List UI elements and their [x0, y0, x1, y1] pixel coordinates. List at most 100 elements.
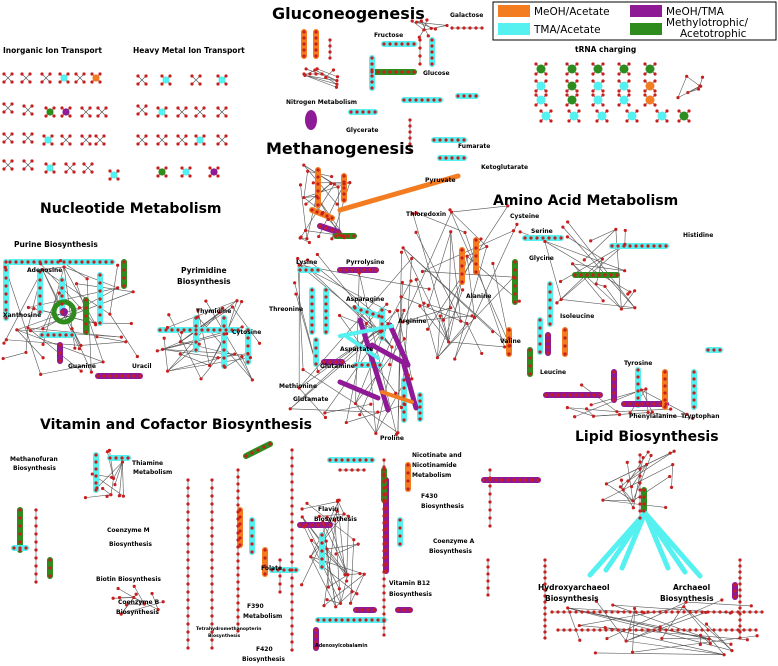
section-titles: Gluconeogenesis Methanogenesis Nucleotid…	[40, 4, 719, 445]
metabolite-node	[337, 498, 341, 502]
metabolite-node	[200, 328, 204, 332]
metabolite-node	[615, 410, 619, 414]
reaction-edge	[423, 302, 475, 318]
reaction-edge	[616, 408, 671, 412]
metabolite-node	[156, 166, 160, 170]
metabolite-node	[643, 103, 647, 107]
label-xanthosine: Xanthosine	[3, 312, 41, 319]
metabolite-node	[270, 568, 274, 572]
metabolite-node	[402, 386, 406, 390]
metabolite-node	[601, 103, 605, 107]
metabolite-node	[748, 628, 752, 632]
label-archaeol-line2: Biosynthesis	[660, 594, 714, 603]
metabolite-node	[507, 352, 511, 356]
metabolite-node	[210, 614, 214, 618]
metabolite-node	[328, 523, 332, 527]
metabolite-node	[4, 300, 8, 304]
metabolite-node	[314, 338, 318, 342]
metabolite-node	[591, 79, 595, 83]
metabolite-node	[210, 526, 214, 530]
metabolite-node	[122, 260, 126, 264]
metabolite-node	[653, 103, 657, 107]
metabolite-node	[658, 628, 662, 632]
reaction-edge	[375, 310, 405, 434]
metabolite-node	[238, 543, 242, 547]
metabolite-node	[491, 261, 495, 266]
reaction-edge	[304, 75, 337, 88]
label-thmpt-line1: Tetrahydromethanopterin	[196, 626, 261, 632]
metabolite-node	[306, 169, 310, 173]
metabolite-node	[536, 478, 540, 482]
metabolite-node	[350, 590, 354, 594]
label-archaeol-line1: Archaeol	[673, 583, 710, 592]
metabolite-node	[246, 344, 250, 348]
reaction-edge	[224, 353, 249, 368]
metabolite-node	[314, 72, 318, 76]
metabolite-node	[238, 515, 242, 519]
metabolite-node	[156, 134, 160, 138]
metabolite-node	[302, 163, 306, 167]
metabolite-node	[144, 74, 148, 78]
metabolite-node	[380, 322, 384, 326]
metabolite-node	[102, 142, 106, 146]
reaction-edge	[137, 75, 147, 85]
metabolite-node	[236, 587, 240, 591]
metabolite-node	[426, 327, 430, 331]
metabolite-node	[132, 374, 136, 378]
reaction-edge	[443, 320, 449, 342]
metabolite-node	[597, 273, 601, 277]
reaction-edge	[168, 314, 202, 379]
metabolite-node	[610, 244, 614, 248]
metabolite-node	[80, 134, 84, 138]
metabolite-node	[401, 246, 405, 250]
metabolite-node	[161, 600, 165, 604]
metabolite-node	[698, 642, 702, 647]
metabolite-node	[517, 299, 521, 303]
metabolite-node	[296, 256, 300, 261]
metabolite-node	[418, 304, 422, 308]
metabolite-node	[20, 72, 24, 76]
metabolite-node	[474, 238, 478, 242]
metabolite-node	[334, 360, 338, 364]
reaction-edge	[114, 461, 123, 485]
label-glutamine: Glutamine	[320, 363, 355, 370]
metabolite-node	[453, 357, 457, 361]
metabolite-node	[164, 174, 168, 178]
metabolite-node	[736, 628, 740, 632]
metabolite-node	[685, 412, 689, 416]
reaction-edge	[335, 591, 353, 608]
metabolite-node	[692, 370, 696, 374]
metabolite-node	[488, 516, 492, 520]
metabolite-node	[216, 74, 220, 78]
metabolite-node	[324, 316, 328, 320]
metabolite-node	[186, 574, 190, 578]
metabolite-node	[56, 260, 60, 264]
highlight-methylotrophic-acetotrophic	[51, 299, 77, 325]
reaction-edge	[415, 232, 462, 322]
metabolite-node	[628, 628, 632, 632]
metabolite-node	[346, 618, 350, 622]
highlight-tma-acetate	[593, 95, 603, 105]
metabolite-node	[414, 277, 418, 282]
metabolite-node	[601, 89, 605, 93]
metabolite-node	[344, 420, 348, 425]
metabolite-node	[518, 478, 522, 482]
label-f420-line1: F420	[256, 646, 273, 653]
metabolite-node	[456, 156, 460, 160]
metabolite-node	[603, 284, 607, 289]
metabolite-node	[622, 244, 626, 248]
highlight-tma-acetate	[196, 136, 204, 144]
metabolite-node	[199, 377, 203, 381]
legend-label-meoh-acetate: MeOH/Acetate	[534, 6, 610, 18]
metabolite-node	[565, 103, 569, 107]
metabolite-node	[604, 482, 609, 486]
metabolite-node	[548, 290, 552, 294]
metabolite-node	[208, 174, 212, 178]
metabolite-node	[236, 328, 240, 332]
reaction-edge	[427, 231, 452, 306]
metabolite-node	[543, 576, 547, 580]
metabolite-node	[399, 295, 403, 299]
metabolite-node	[627, 89, 631, 93]
metabolite-node	[10, 72, 14, 76]
metabolite-node	[474, 94, 478, 98]
